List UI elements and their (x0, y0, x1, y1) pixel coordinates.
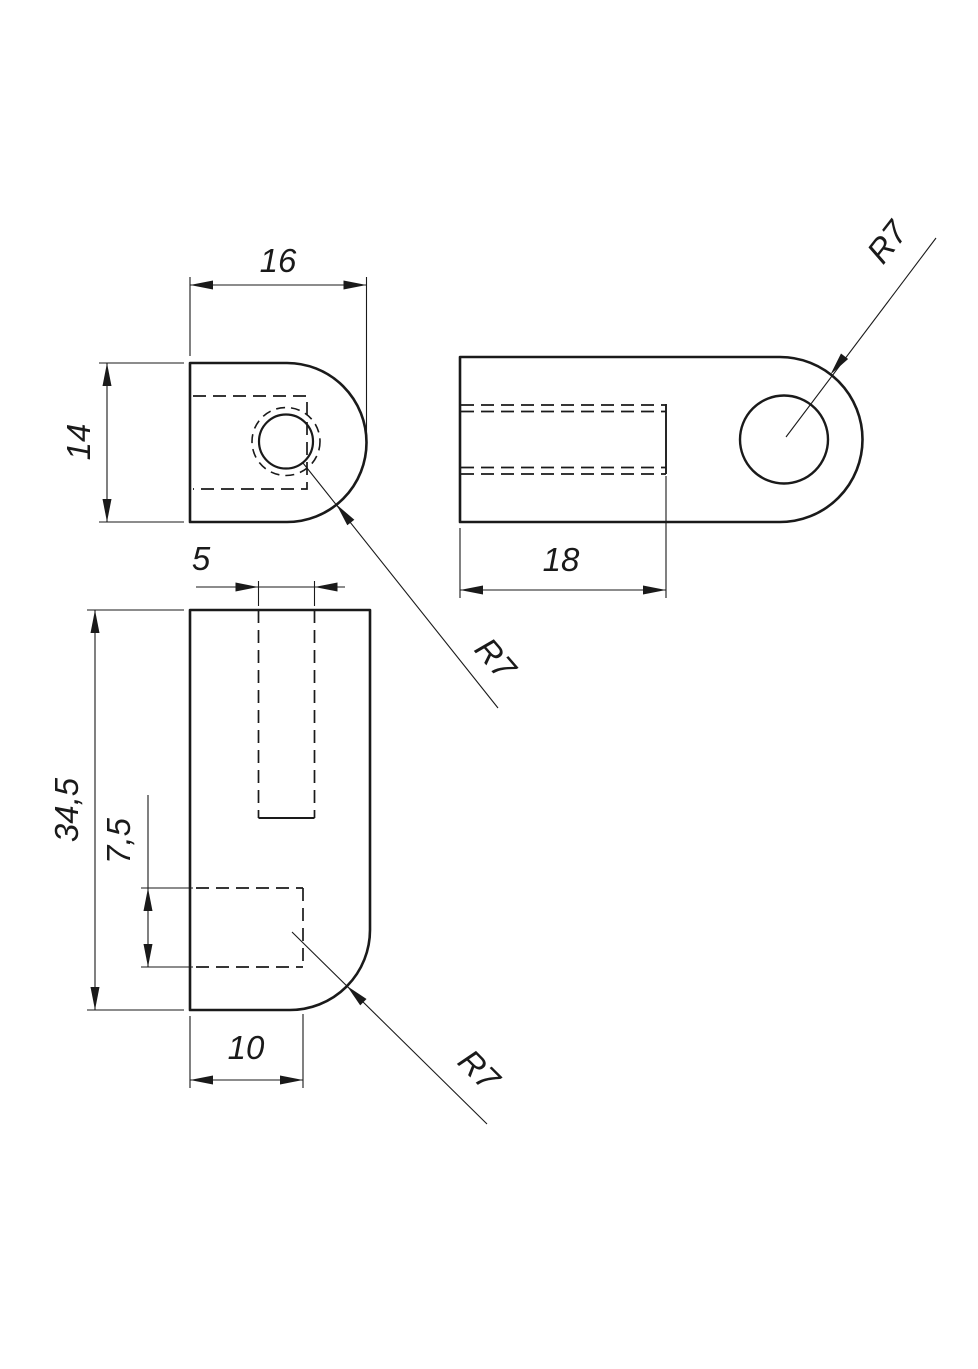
extension-lines (99, 362, 184, 523)
dimension-width-16: 16 (189, 242, 368, 434)
part-outline (188, 608, 372, 1012)
arrowhead (347, 986, 367, 1006)
hidden-hole-lines (196, 887, 304, 968)
dimension-height-34-5: 34,5 (48, 609, 184, 1011)
arrowhead (143, 888, 153, 911)
dimension-text-16: 16 (260, 242, 297, 279)
arrowhead (280, 1075, 303, 1085)
arrowhead (343, 280, 367, 290)
dimension-text-5: 5 (192, 540, 211, 577)
dimension-height-14: 14 (60, 362, 184, 523)
tap-hole-circle (257, 413, 315, 470)
arrowhead (643, 585, 666, 595)
part-outline (458, 355, 864, 524)
extension-lines (141, 887, 193, 968)
dimension-text-7-5: 7,5 (100, 817, 137, 864)
end-hole-circle (738, 394, 830, 485)
arrowhead (235, 582, 259, 592)
extension-lines (87, 609, 184, 1011)
dimension-depth-18: 18 (459, 476, 667, 598)
arrowhead (830, 353, 849, 375)
arrowhead (143, 944, 153, 967)
extension-lines (189, 277, 368, 434)
leader-line (785, 237, 937, 438)
dimension-text-14: 14 (60, 424, 97, 461)
dimension-base-width-10: 10 (189, 1014, 304, 1088)
dimension-text-34-5: 34,5 (48, 777, 85, 842)
arrowhead (336, 504, 355, 526)
arrowhead (190, 280, 213, 290)
view-top-right: 18 R7 (458, 213, 937, 598)
arrowhead (90, 987, 100, 1010)
dimension-text-10: 10 (228, 1029, 265, 1066)
leader-line (291, 931, 488, 1125)
thread-major-circle (251, 406, 321, 477)
arrowhead (314, 582, 338, 592)
extension-lines (459, 476, 667, 598)
hidden-pocket-edges (193, 395, 308, 490)
dimension-slot-width-5: 5 (192, 540, 345, 606)
dimension-offset-7-5: 7,5 (100, 795, 193, 968)
arrowhead (102, 363, 112, 386)
arrowhead (460, 585, 483, 595)
arrowhead (90, 610, 100, 633)
leader-line (302, 462, 499, 709)
extension-lines (257, 581, 316, 606)
hidden-thread-lines (461, 404, 666, 475)
extension-lines (189, 1014, 304, 1088)
arrowhead (102, 499, 112, 522)
arrowhead (190, 1075, 213, 1085)
part-outline (188, 361, 368, 524)
hidden-slot-lines (257, 610, 316, 818)
dimension-text-18: 18 (543, 541, 580, 578)
